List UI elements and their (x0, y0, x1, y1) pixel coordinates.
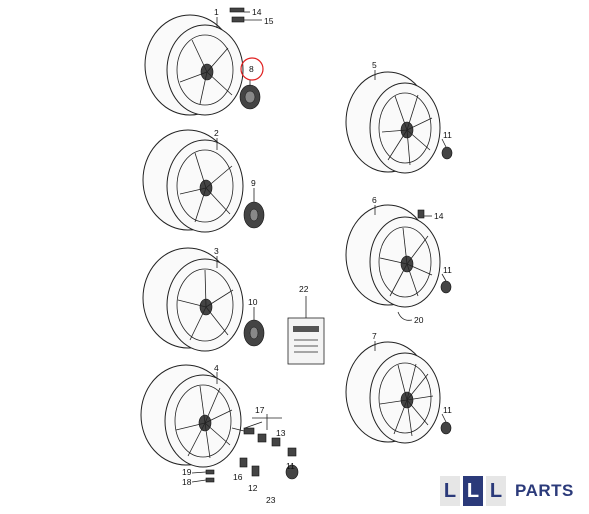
hook-20-drawing (397, 311, 413, 321)
highlight-circle-8 (240, 57, 264, 81)
callout-13: 13 (276, 428, 286, 438)
callout-5: 5 (372, 60, 377, 70)
wheel-2-drawing (142, 129, 244, 233)
wheel-4-drawing (140, 364, 242, 468)
callout-7: 7 (372, 331, 377, 341)
callout-3: 3 (214, 246, 219, 256)
callout-11d: 11 (286, 461, 295, 471)
cap-10-drawing (243, 319, 265, 347)
valve-15-drawing (229, 7, 262, 23)
callout-6: 6 (372, 195, 377, 205)
callout-16: 16 (233, 472, 243, 482)
brand-name: PARTS (515, 481, 574, 500)
callout-18: 18 (182, 477, 192, 487)
callout-10: 10 (248, 297, 258, 307)
callout-9: 9 (251, 178, 256, 188)
valve-14b-drawing (417, 209, 425, 219)
bolt-cap-11b-drawing (440, 280, 452, 294)
callout-20: 20 (414, 315, 424, 325)
leader-lines (191, 17, 447, 483)
brand-box-3: L (486, 476, 506, 506)
callout-8: 8 (249, 64, 254, 74)
bolt-cap-11a-drawing (441, 146, 453, 160)
callout-19: 19 (182, 467, 192, 477)
wheel-7-drawing (345, 341, 441, 444)
callout-17: 17 (255, 405, 265, 415)
callout-14b: 14 (434, 211, 444, 221)
callout-4: 4 (214, 363, 219, 373)
wheel-6-drawing (345, 204, 441, 308)
callout-2: 2 (214, 128, 219, 138)
callout-23: 23 (266, 495, 276, 505)
cap-9-drawing (243, 201, 265, 229)
bolt-cap-11c-drawing (440, 421, 452, 435)
callout-1: 1 (214, 7, 219, 17)
brand-box-1: L (440, 476, 460, 506)
callout-22: 22 (299, 284, 309, 294)
callout-15: 15 (264, 16, 274, 26)
cap-8-drawing (239, 84, 261, 110)
brand-logo: L L L PARTS (440, 474, 574, 508)
brand-box-2: L (463, 476, 483, 506)
kit-22-drawing (287, 296, 325, 365)
callout-11b: 11 (443, 265, 452, 275)
callout-11c: 11 (443, 405, 452, 415)
callout-11a: 11 (443, 130, 452, 140)
wheel-1-drawing (144, 14, 244, 116)
valve-parts-4-drawing (205, 427, 299, 483)
callout-14a: 14 (252, 7, 262, 17)
wheel-3-drawing (142, 247, 244, 352)
callout-12: 12 (248, 483, 258, 493)
wheel-5-drawing (345, 71, 441, 174)
